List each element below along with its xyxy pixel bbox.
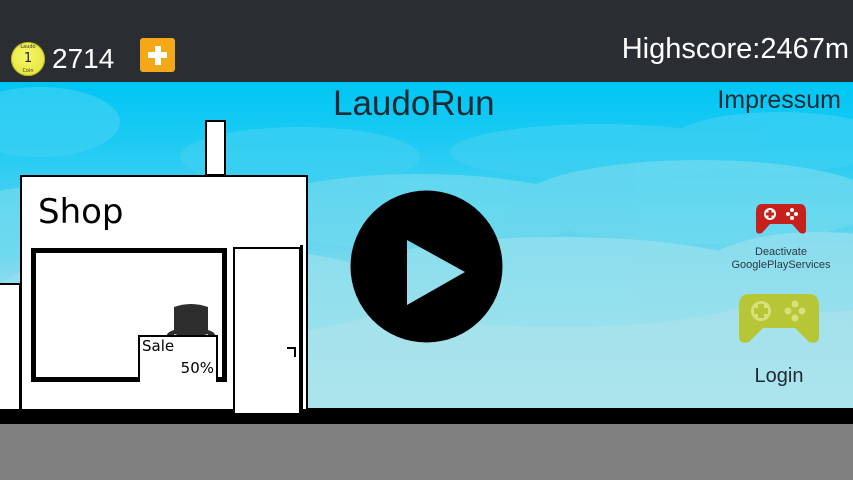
coin-count: 2714 [52, 43, 115, 74]
sale-percent: 50% [180, 359, 214, 377]
shop-button[interactable]: Shop Sale 50% [20, 175, 308, 413]
coin-bottom-text: Coin [22, 68, 34, 74]
coin-value: 1 [23, 51, 33, 66]
shop-label: Shop [38, 192, 124, 232]
impressum-link[interactable]: Impressum [717, 86, 841, 114]
gamepad-icon [739, 294, 819, 343]
deactivate-label-line2: GooglePlayServices [731, 259, 831, 271]
top-bar: Laudo 1 Coin 2714 Highscore:2467m [0, 0, 853, 82]
play-icon [350, 190, 503, 343]
coin-icon: Laudo 1 Coin [11, 42, 45, 76]
shop-right-edge [300, 245, 303, 411]
highscore: Highscore:2467m [621, 33, 849, 65]
deactivate-label-line1: Deactivate [755, 246, 807, 258]
shop-side-wall [0, 283, 21, 411]
login-button[interactable]: Login [730, 290, 828, 390]
shop-window: Sale 50% [31, 248, 227, 382]
sale-sign: Sale 50% [138, 335, 218, 382]
ground-edge [0, 408, 853, 424]
game-title: LaudoRun [333, 84, 495, 123]
door-handle [287, 347, 296, 357]
login-label: Login [754, 365, 804, 387]
coin-top-text: Laudo [20, 44, 36, 50]
deactivate-label: Deactivate GooglePlayServices [724, 246, 838, 272]
ground [0, 424, 853, 480]
sale-text: Sale [142, 337, 175, 355]
deactivate-google-play-button[interactable]: Deactivate GooglePlayServices [724, 200, 838, 276]
gamepad-icon [756, 204, 806, 234]
shop-door [233, 247, 301, 413]
play-button[interactable] [350, 190, 503, 343]
add-coins-button[interactable] [140, 38, 175, 72]
shop-chimney [205, 120, 226, 176]
